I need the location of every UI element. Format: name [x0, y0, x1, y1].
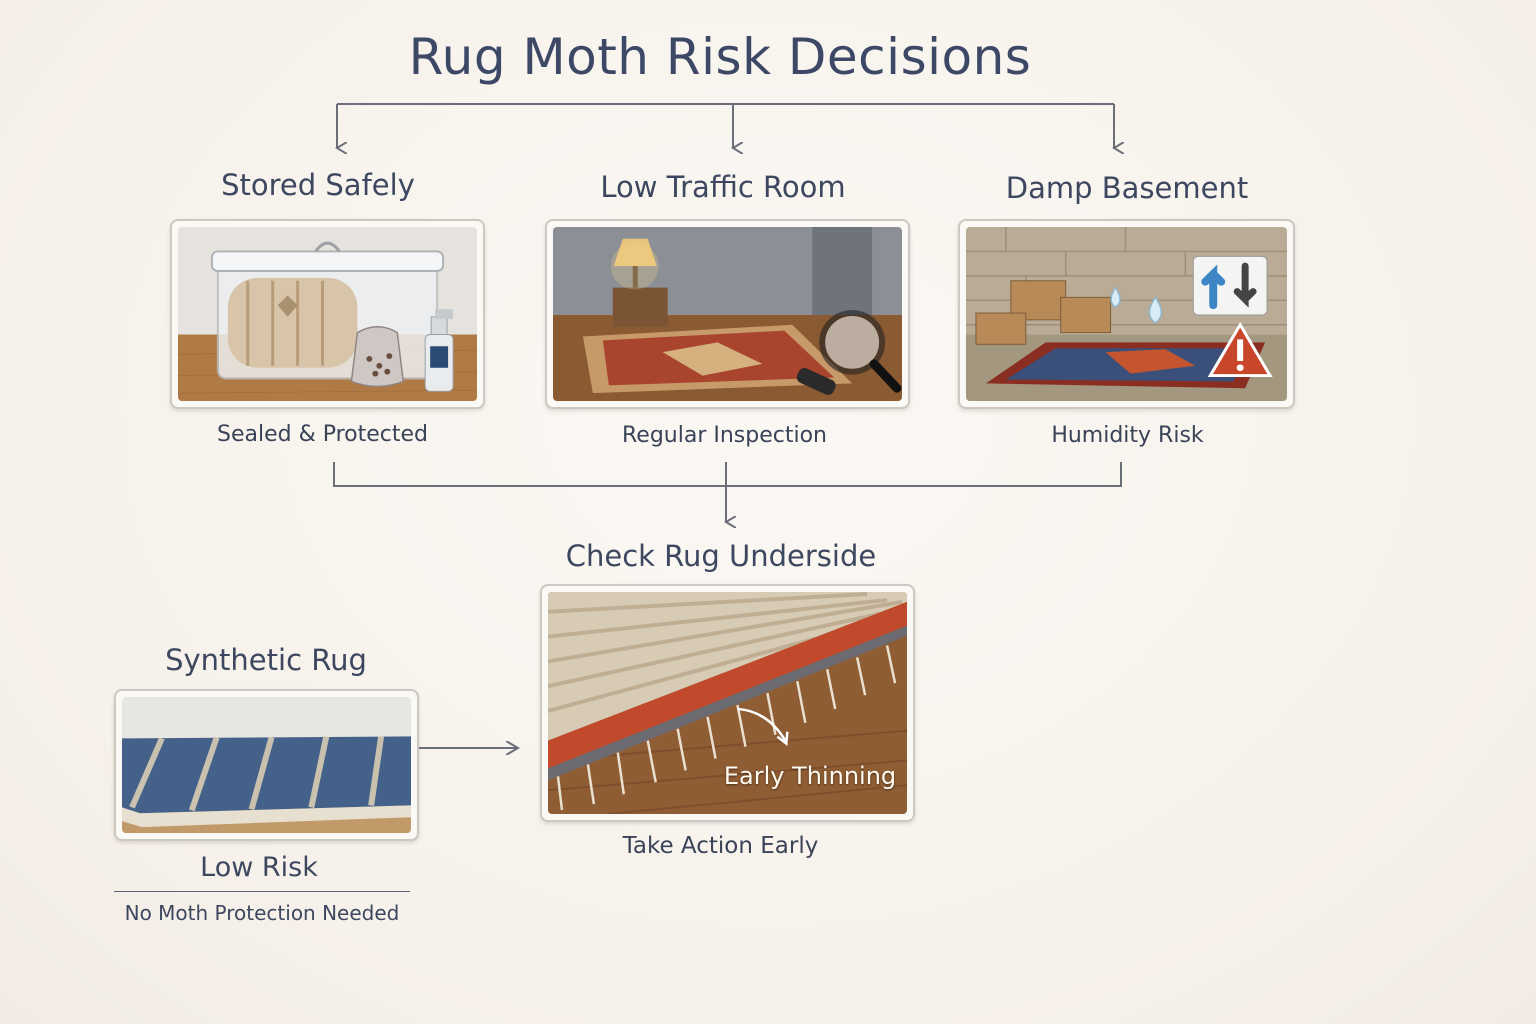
- stored-safely-caption: Sealed & Protected: [216, 422, 429, 447]
- room-illustration: [553, 227, 902, 401]
- synthetic-rug-heading: Synthetic Rug: [165, 643, 367, 677]
- lamp-icon: [610, 238, 668, 327]
- synthetic-rug-note: No Moth Protection Needed: [124, 901, 400, 925]
- sachet-icon: [350, 325, 405, 388]
- flashlight-icon: [796, 368, 836, 395]
- water-drop-icon: [1110, 286, 1163, 324]
- damp-basement-caption: Humidity Risk: [1051, 423, 1204, 448]
- stored-safely-card: [170, 219, 485, 409]
- arrows-up-down-icon: [1192, 255, 1268, 316]
- low-traffic-heading: Low Traffic Room: [600, 170, 846, 204]
- synthetic-divider: [114, 891, 410, 892]
- damp-basement-card: [958, 219, 1295, 409]
- check-underside-caption: Take Action Early: [622, 833, 819, 859]
- page-title: Rug Moth Risk Decisions: [408, 28, 1032, 86]
- synthetic-rug-risk-label: Low Risk: [200, 852, 318, 883]
- stored-safely-heading: Stored Safely: [221, 168, 415, 202]
- low-traffic-card: [545, 219, 910, 409]
- merge-line: [333, 462, 1122, 487]
- check-underside-card: [540, 584, 915, 822]
- low-traffic-caption: Regular Inspection: [621, 423, 827, 448]
- check-underside-heading: Check Rug Underside: [565, 539, 877, 573]
- fringe: [556, 645, 897, 811]
- rug-underside-illustration: [548, 592, 907, 814]
- early-thinning-annotation: Early Thinning: [723, 762, 897, 790]
- magnifier-icon: [819, 310, 902, 393]
- storage-box-illustration: [178, 227, 477, 401]
- spray-bottle-icon: [424, 309, 454, 392]
- basement-rug: [985, 342, 1266, 389]
- storage-box-icon: [210, 241, 445, 380]
- damp-basement-heading: Damp Basement: [1005, 171, 1249, 205]
- basement-illustration: [966, 227, 1287, 401]
- warning-icon: [1207, 321, 1273, 378]
- synthetic-rug-card: [114, 689, 419, 841]
- synthetic-rug-illustration: [122, 697, 411, 833]
- rug-icon: [582, 324, 853, 394]
